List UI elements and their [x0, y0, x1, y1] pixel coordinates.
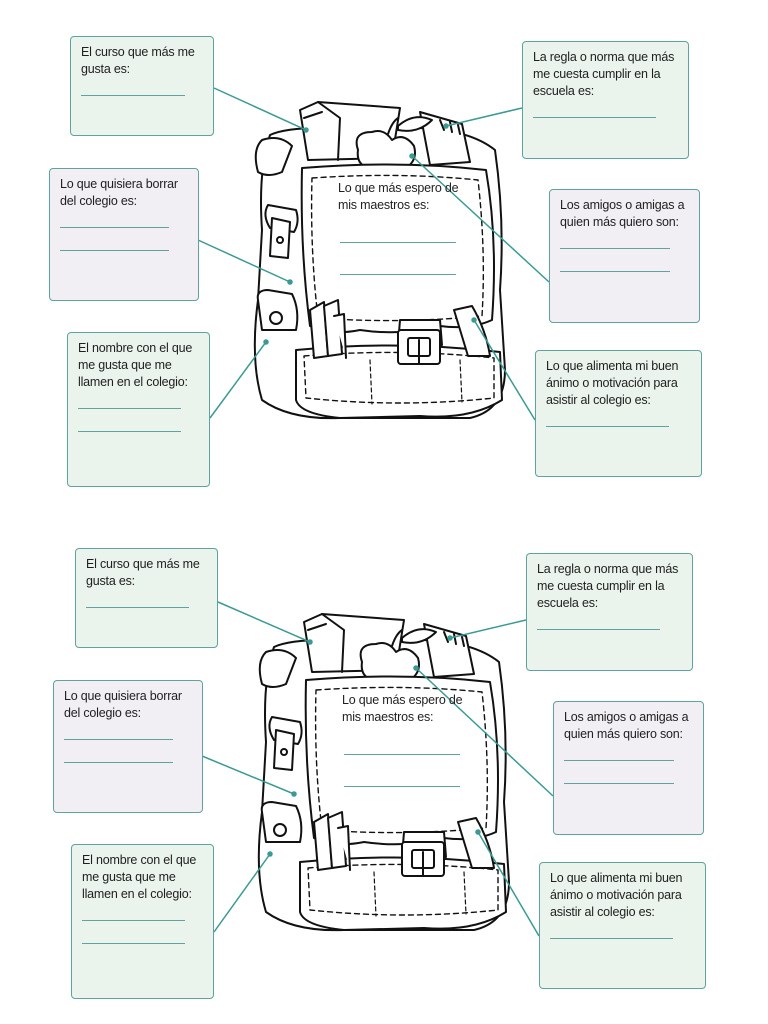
- question-teachers: Lo que más espero de mis maestros es:: [342, 693, 463, 724]
- backpack-drawing: [197, 87, 550, 421]
- answer-line[interactable]: [560, 271, 671, 272]
- question-box-name: El nombre con el que me gusta que me lla…: [67, 332, 210, 487]
- question-friends: Los amigos o amigas a quien más quiero s…: [560, 198, 685, 229]
- question-rule: La regla o norma que más me cuesta cumpl…: [537, 562, 679, 610]
- answer-line[interactable]: [81, 95, 186, 96]
- answer-line[interactable]: [78, 431, 182, 432]
- question-motivation: Lo que alimenta mi buen ánimo o motivaci…: [546, 359, 679, 407]
- answer-line[interactable]: [344, 786, 460, 787]
- answer-line[interactable]: [564, 783, 675, 784]
- answer-line[interactable]: [64, 739, 174, 740]
- question-box-course: El curso que más me gusta es:: [75, 548, 218, 648]
- answer-line[interactable]: [60, 227, 170, 228]
- question-rule: La regla o norma que más me cuesta cumpl…: [533, 50, 675, 98]
- question-course: El curso que más me gusta es:: [81, 45, 195, 76]
- question-box-name: El nombre con el que me gusta que me lla…: [71, 844, 214, 999]
- question-name: El nombre con el que me gusta que me lla…: [78, 341, 193, 389]
- answer-line[interactable]: [82, 943, 186, 944]
- answer-line[interactable]: [78, 408, 182, 409]
- question-box-erase: Lo que quisiera borrar del colegio es:: [53, 680, 203, 813]
- question-box-motivation: Lo que alimenta mi buen ánimo o motivaci…: [535, 350, 702, 477]
- backpack-drawing: [201, 601, 554, 937]
- answer-line[interactable]: [64, 762, 174, 763]
- answer-line[interactable]: [546, 426, 670, 427]
- worksheet-2: El curso que más me gusta es: Lo que qui…: [0, 512, 768, 1024]
- answer-line[interactable]: [533, 117, 657, 118]
- question-box-rule: La regla o norma que más me cuesta cumpl…: [522, 41, 689, 159]
- question-box-friends: Los amigos o amigas a quien más quiero s…: [553, 701, 704, 835]
- answer-line[interactable]: [537, 629, 661, 630]
- answer-line[interactable]: [550, 938, 674, 939]
- answer-line[interactable]: [344, 754, 460, 755]
- answer-line[interactable]: [82, 920, 186, 921]
- question-course: El curso que más me gusta es:: [86, 557, 200, 588]
- question-name: El nombre con el que me gusta que me lla…: [82, 853, 197, 901]
- worksheet-1: El curso que más me gusta es: Lo que qui…: [49, 36, 702, 487]
- question-motivation: Lo que alimenta mi buen ánimo o motivaci…: [550, 871, 683, 919]
- answer-line[interactable]: [86, 607, 190, 608]
- question-box-course: El curso que más me gusta es:: [70, 36, 214, 136]
- question-friends: Los amigos o amigas a quien más quiero s…: [564, 710, 689, 741]
- question-box-rule: La regla o norma que más me cuesta cumpl…: [526, 553, 693, 671]
- question-box-friends: Los amigos o amigas a quien más quiero s…: [549, 189, 700, 323]
- answer-line[interactable]: [340, 274, 456, 275]
- question-teachers: Lo que más espero de mis maestros es:: [338, 181, 459, 212]
- answer-line[interactable]: [564, 760, 675, 761]
- answer-line[interactable]: [340, 242, 456, 243]
- question-erase: Lo que quisiera borrar del colegio es:: [60, 177, 178, 208]
- answer-line[interactable]: [560, 248, 671, 249]
- question-box-erase: Lo que quisiera borrar del colegio es:: [49, 168, 199, 301]
- question-erase: Lo que quisiera borrar del colegio es:: [64, 689, 182, 720]
- question-box-motivation: Lo que alimenta mi buen ánimo o motivaci…: [539, 862, 706, 989]
- answer-line[interactable]: [60, 250, 170, 251]
